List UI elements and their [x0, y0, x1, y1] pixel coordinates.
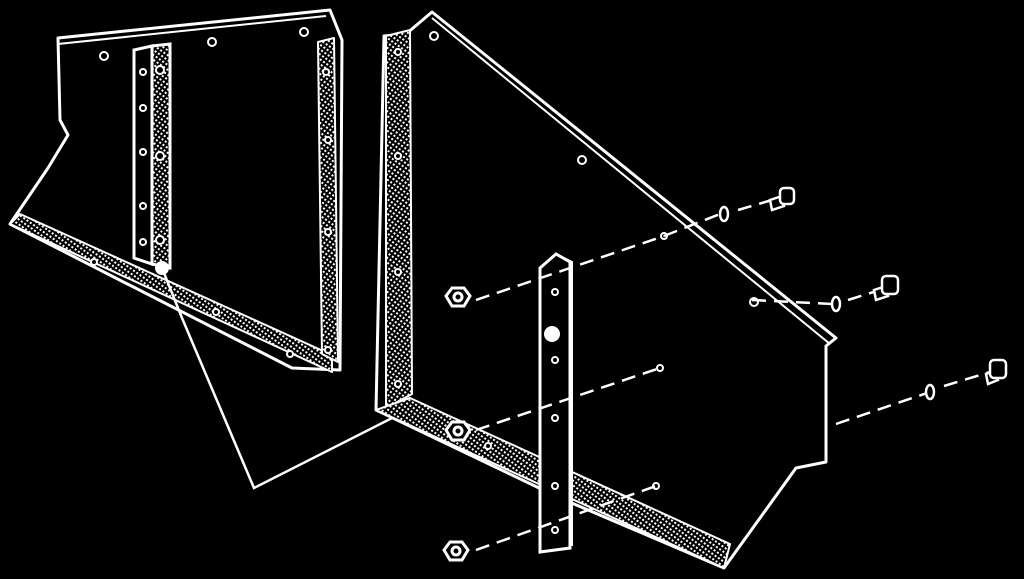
screw-icon [872, 274, 900, 302]
screw-icon [768, 186, 796, 212]
hex-nut-icon [442, 540, 470, 562]
hex-nuts [442, 286, 472, 562]
washer-icon [718, 205, 730, 223]
washer-icon [924, 383, 936, 401]
center-mounting-strip [538, 252, 573, 554]
right-side-panel [374, 10, 838, 570]
washers [718, 205, 936, 401]
washer-icon [830, 295, 842, 313]
screw-icon [984, 358, 1008, 386]
screws [768, 186, 1008, 386]
assembly-lines [475, 198, 991, 552]
left-side-panel [8, 8, 344, 373]
hex-nut-icon [444, 286, 472, 308]
left-vertical-bracket [132, 42, 172, 275]
hex-nut-icon [444, 420, 472, 442]
